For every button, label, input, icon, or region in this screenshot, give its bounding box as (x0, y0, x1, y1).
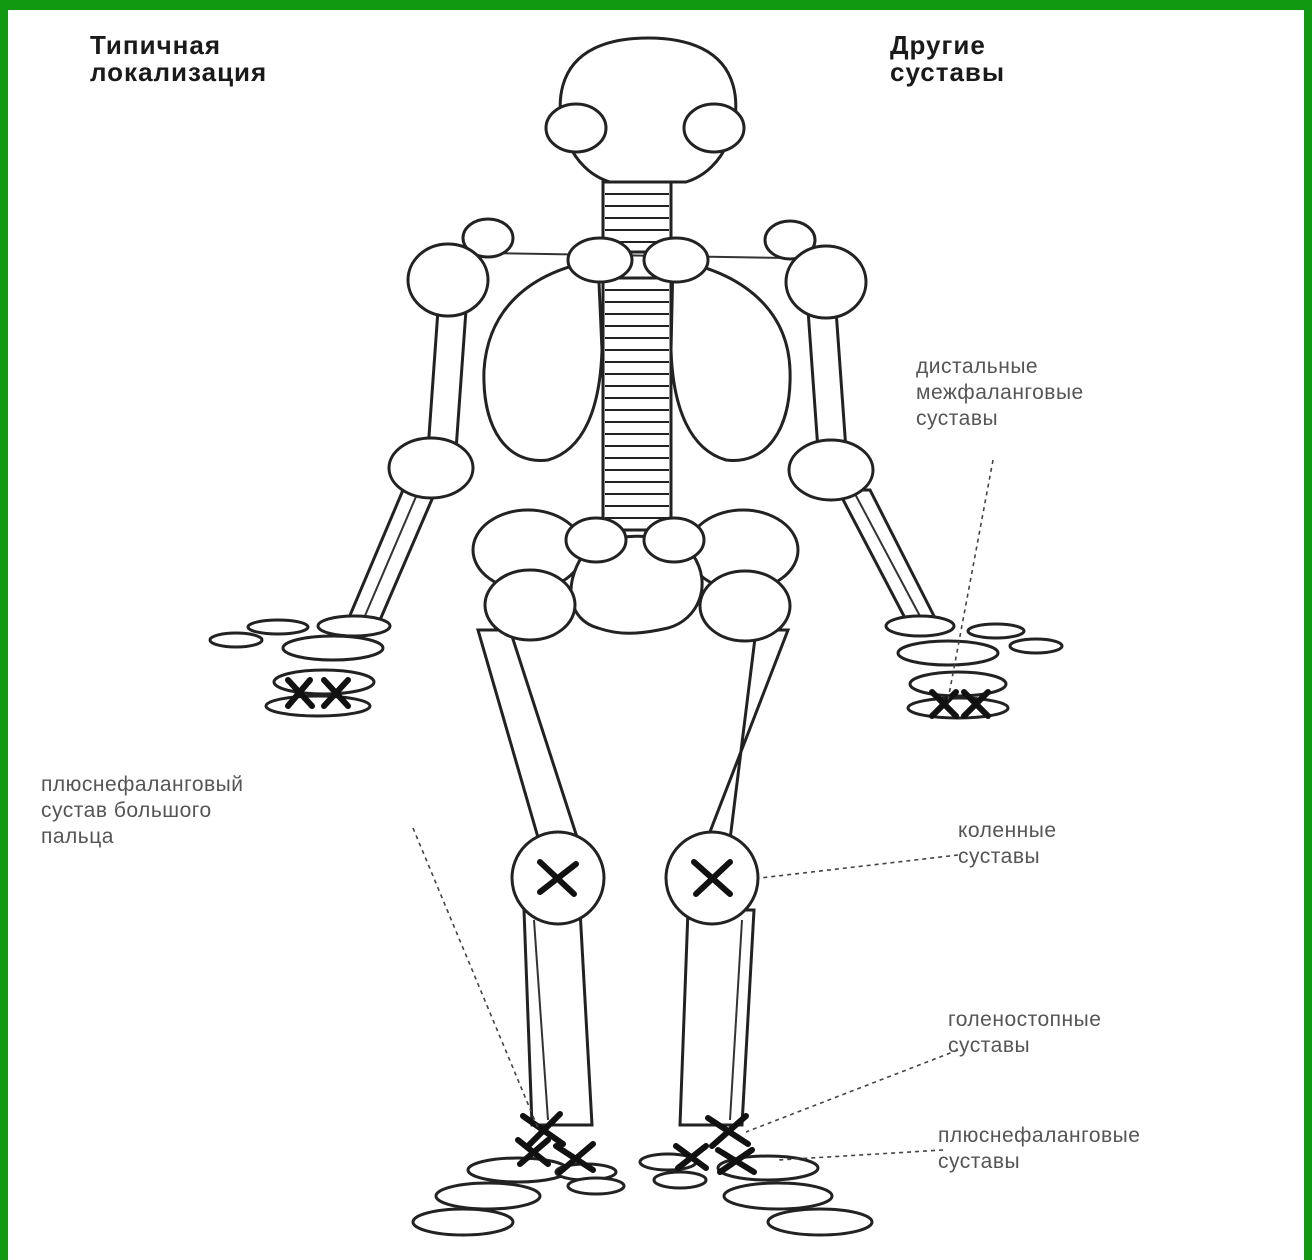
knee-leader-line (760, 855, 958, 878)
left-jaw-joint (546, 104, 606, 152)
right-sacroiliac-joint (644, 518, 704, 562)
right-forearm-line (854, 492, 921, 618)
ankle-leader-line (746, 1050, 958, 1132)
label-big-toe-mtp-joint: плюснефаланговый сустав большого пальца (41, 772, 244, 850)
right-sternoclavicular-joint (644, 238, 708, 282)
clavicle-line (488, 253, 788, 258)
left-tibia (524, 910, 592, 1125)
right-foot (640, 1116, 872, 1235)
left-elbow-joint (389, 438, 473, 498)
heading-typical-location: Типичная локализация (90, 32, 267, 86)
left-shoulder-joint (408, 244, 488, 316)
left-forearm-line (364, 492, 418, 618)
thoracic-spine (603, 278, 671, 530)
left-hand (210, 616, 390, 716)
right-hand (886, 616, 1062, 718)
right-humerus (808, 310, 846, 450)
diagram-frame: Типичная локализация Другие суставы дист… (8, 10, 1304, 1260)
heading-other-joints: Другие суставы (890, 32, 1005, 86)
left-humerus (428, 310, 466, 450)
right-rib-lobe (671, 260, 790, 460)
label-mtp-joints: плюснефаланговые суставы (938, 1123, 1140, 1175)
left-hip-joint (485, 570, 575, 640)
left-sternoclavicular-joint (568, 238, 632, 282)
left-rib-lobe (484, 260, 602, 460)
label-dip-joints: дистальные межфаланговые суставы (916, 354, 1084, 432)
skeleton-figure (8, 10, 1304, 1260)
left-foot (413, 1114, 624, 1235)
right-jaw-joint (684, 104, 744, 152)
right-hip-joint (700, 571, 790, 641)
right-tibia (680, 910, 754, 1125)
right-shoulder-joint (786, 246, 866, 318)
left-sacroiliac-joint (566, 518, 626, 562)
right-elbow-joint (789, 440, 873, 500)
label-ankle-joints: голеностопные суставы (948, 1007, 1101, 1059)
label-knee-joints: коленные суставы (958, 818, 1057, 870)
